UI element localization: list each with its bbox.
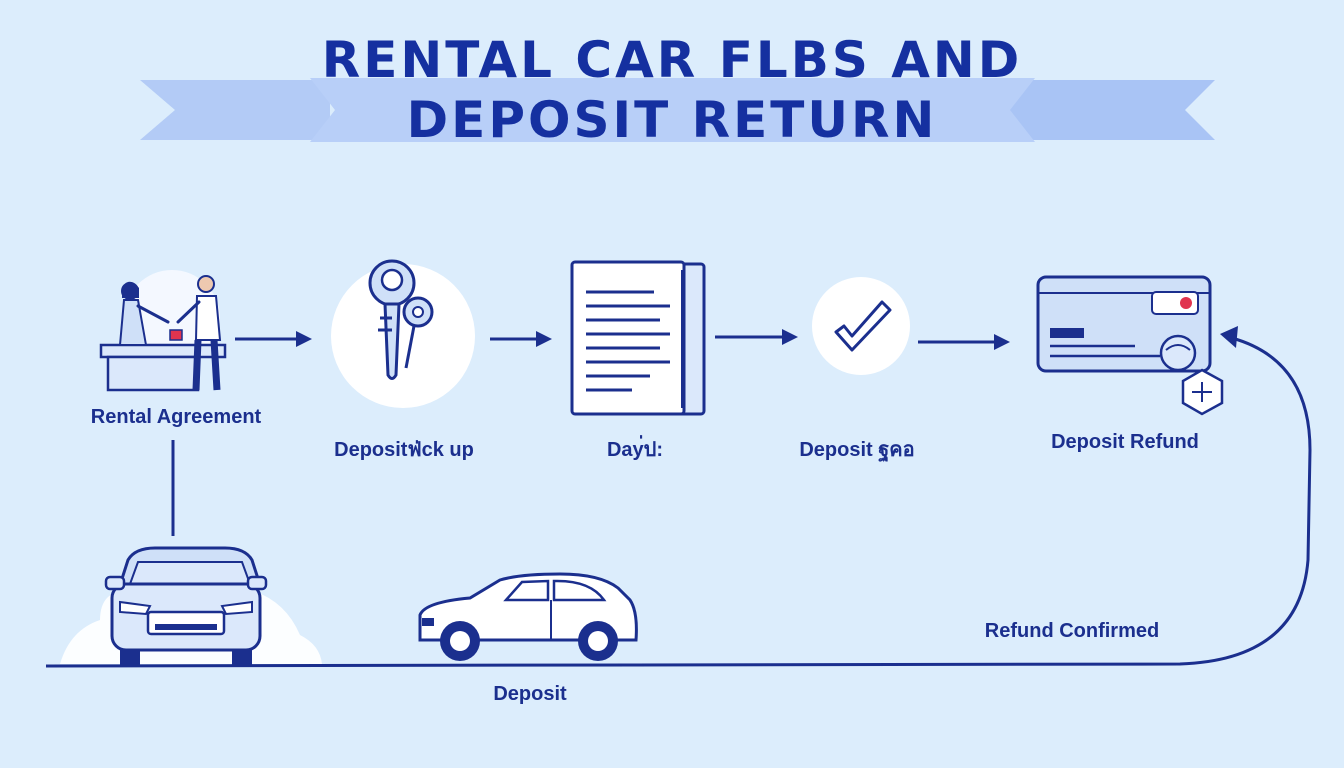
- arrow-3: [715, 329, 798, 345]
- return-path-line: [45, 336, 1312, 668]
- step-label-days: Day่ป:: [606, 439, 664, 461]
- car-front-icon: [60, 546, 322, 665]
- label-deposit: Deposit: [493, 683, 567, 705]
- car-side-icon: [418, 572, 638, 661]
- arrow-4: [918, 334, 1010, 350]
- step-label-deposit-check: Deposit ฐคอ: [799, 439, 915, 461]
- agent-customer-handshake-icon: [99, 270, 227, 392]
- return-arrow-head: [1220, 326, 1238, 348]
- banner-body: [310, 78, 1035, 142]
- banner-left-tail: [140, 80, 330, 140]
- credit-card-icon: [1036, 275, 1224, 416]
- arrow-2: [490, 331, 552, 347]
- banner-right-tail: [1010, 80, 1215, 140]
- step-label-deposit-refund: Deposit Refund: [1051, 431, 1199, 453]
- label-refund-confirmed: Refund Confirmed: [984, 620, 1160, 642]
- title-line-2: DEPOSIT RETURN: [406, 91, 938, 149]
- title-line-1: RENTAL CAR FLBS AND: [321, 31, 1023, 89]
- document-icon: [570, 260, 706, 416]
- checkmark-icon: [812, 277, 910, 375]
- arrow-1: [235, 331, 312, 347]
- step-label-deposit-pickup: Depositฟ่ck up: [334, 439, 474, 461]
- step-label-rental-agreement: Rental Agreement: [90, 406, 262, 428]
- keys-icon: [331, 259, 475, 408]
